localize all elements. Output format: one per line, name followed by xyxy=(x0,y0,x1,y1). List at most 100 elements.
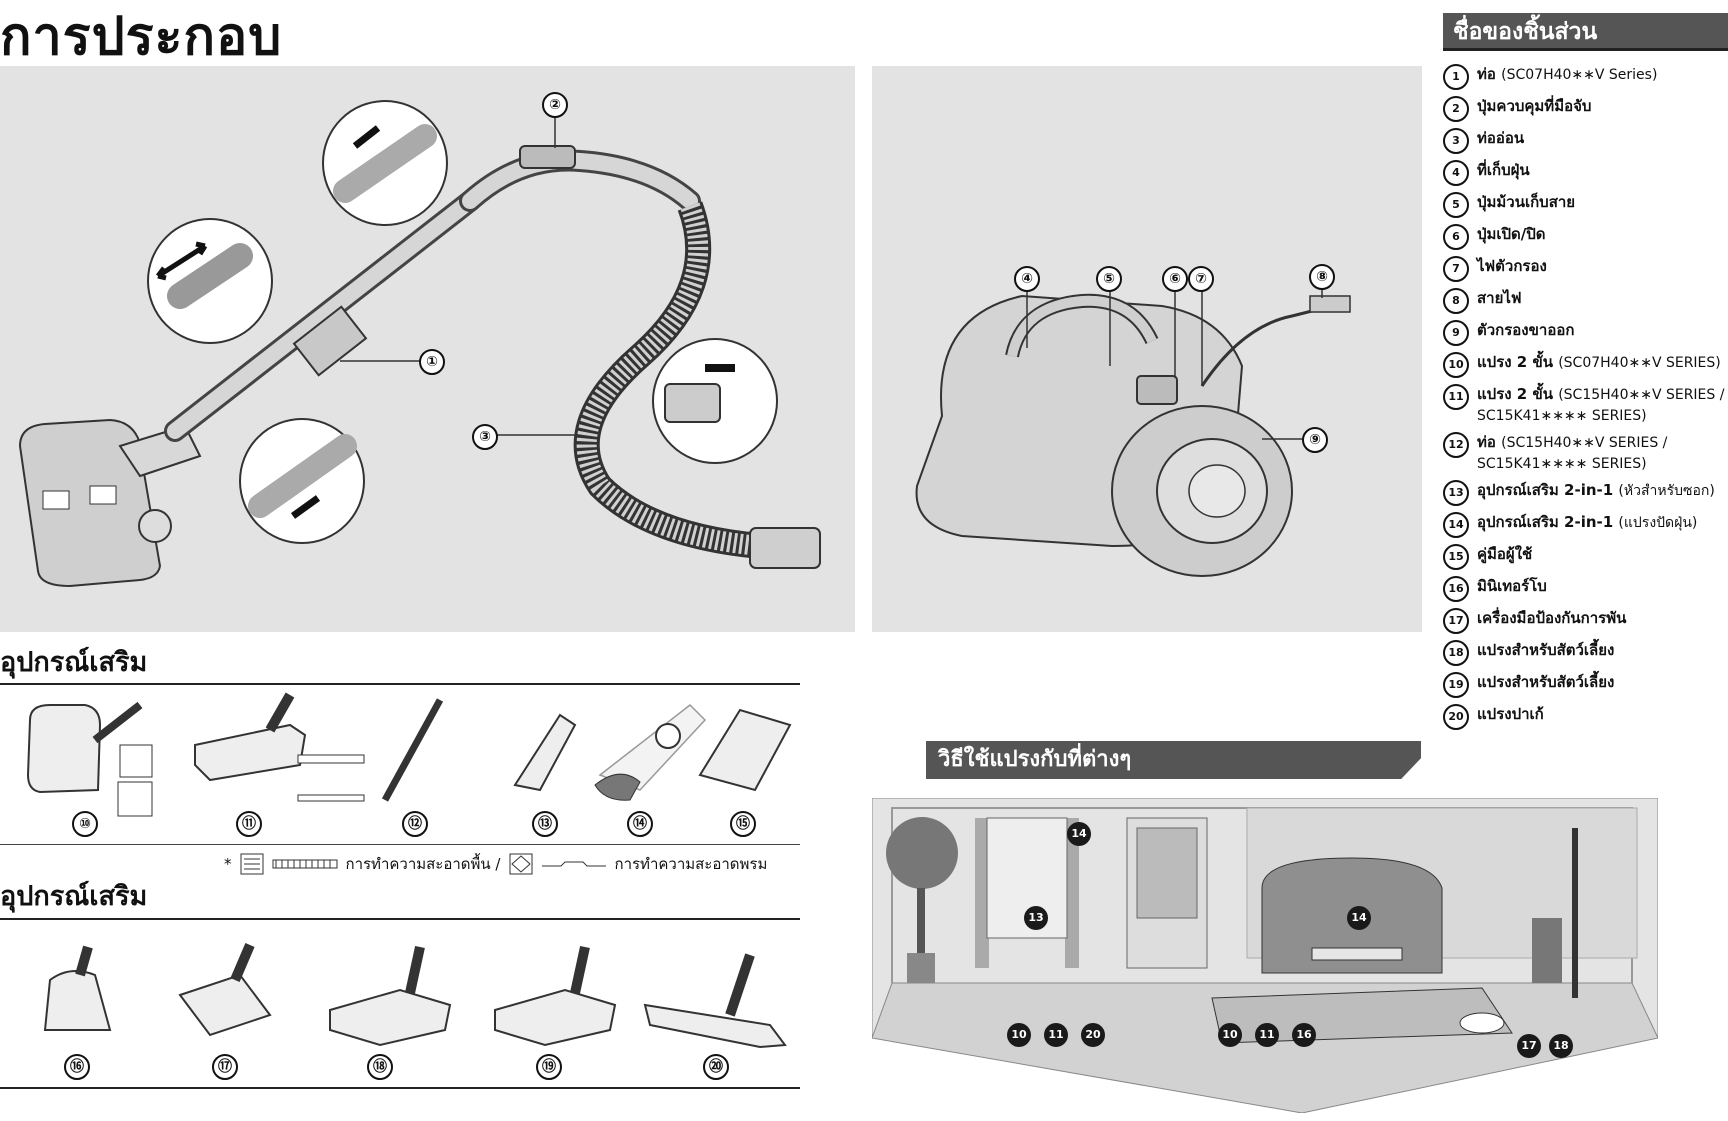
part-name: เครื่องมือป้องกันการพัน xyxy=(1477,609,1627,627)
part-name: สายไฟ xyxy=(1477,289,1522,307)
cleaning-legend: * การทำความสะอาดพื้น / การทำความสะอาดพรม xyxy=(224,852,767,876)
part-number: 7 xyxy=(1443,256,1469,282)
room-illustration-panel: 14 13 14 10 11 20 10 11 16 17 18 xyxy=(871,797,1659,1114)
part-name-block: แปรง 2 ขั้น (SC15H40∗∗V SERIES / SC15K41… xyxy=(1477,384,1728,426)
room-marker-floor-20: 20 xyxy=(1081,1023,1105,1047)
part-number: 2 xyxy=(1443,96,1469,122)
part-name: ท่ออ่อน xyxy=(1477,129,1525,147)
room-marker-rug-11: 11 xyxy=(1255,1023,1279,1047)
vacuum-body-illustration xyxy=(915,276,1351,577)
part-row: 18 แปรงสำหรับสัตว์เลี้ยง xyxy=(1443,640,1728,666)
part-number: 16 xyxy=(1443,576,1469,602)
part-name-block: ไฟตัวกรอง xyxy=(1477,256,1547,277)
part-name: ตัวกรองขาออก xyxy=(1477,321,1575,339)
part-note: (SC07H40∗∗V SERIES) xyxy=(1558,355,1721,371)
room-marker-floor-11: 11 xyxy=(1044,1023,1068,1047)
part-number: 17 xyxy=(1443,608,1469,634)
accessories-title-2: อุปกรณ์เสริม xyxy=(0,881,148,912)
part-name-block: มินิเทอร์โบ xyxy=(1477,576,1547,597)
part-name: แปรง 2 ขั้น xyxy=(1477,385,1553,403)
legend-star: * xyxy=(224,855,232,873)
part-name: แปรงสำหรับสัตว์เลี้ยง xyxy=(1477,641,1615,659)
part-row: 10 แปรง 2 ขั้น (SC07H40∗∗V SERIES) xyxy=(1443,352,1728,378)
accessory-label-15: ⑮ xyxy=(730,811,756,837)
room-marker-pet-17: 17 xyxy=(1517,1034,1541,1058)
callout-dust-bin: ④ xyxy=(1014,266,1040,292)
assembly-illustration-panel: ① ② ③ xyxy=(0,66,855,632)
body-illustration-panel: ④ ⑤ ⑥ ⑦ ⑧ ⑨ xyxy=(872,66,1422,632)
part-number: 9 xyxy=(1443,320,1469,346)
part-name: ท่อ xyxy=(1477,433,1496,451)
accessories-title-1: อุปกรณ์เสริม xyxy=(0,647,148,678)
accessory-label-16: ⑯ xyxy=(64,1054,90,1080)
accessory-label-17: ⑰ xyxy=(212,1054,238,1080)
part-row: 14 อุปกรณ์เสริม 2-in-1 (แปรงปัดฝุ่น) xyxy=(1443,512,1728,538)
part-name: อุปกรณ์เสริม 2-in-1 xyxy=(1477,481,1614,499)
part-name: ที่เก็บฝุ่น xyxy=(1477,161,1530,179)
carpet-brush-strip-icon xyxy=(541,861,606,867)
part-name: แปรงสำหรับสัตว์เลี้ยง xyxy=(1477,673,1615,691)
room-illustration xyxy=(871,797,1659,1114)
part-row: 20 แปรงปาเก้ xyxy=(1443,704,1728,730)
part-name-block: ตัวกรองขาออก xyxy=(1477,320,1574,341)
part-row: 16 มินิเทอร์โบ xyxy=(1443,576,1728,602)
part-number: 20 xyxy=(1443,704,1469,730)
floor-legend-text: การทำความสะอาดพื้น / xyxy=(345,855,501,873)
part-name: มินิเทอร์โบ xyxy=(1477,577,1547,595)
accessories-rule-1 xyxy=(0,683,800,685)
part-number: 13 xyxy=(1443,480,1469,506)
part-name-block: อุปกรณ์เสริม 2-in-1 (หัวสำหรับซอก) xyxy=(1477,480,1715,501)
accessories-rule-2 xyxy=(0,918,800,920)
accessories-divider xyxy=(0,844,800,845)
accessory-label-10: ⑩ xyxy=(72,811,98,837)
room-marker-floor-10: 10 xyxy=(1007,1023,1031,1047)
callout-exhaust-filter: ⑨ xyxy=(1302,427,1328,453)
carpet-legend-text: การทำความสะอาดพรม xyxy=(614,855,768,873)
part-row: 7 ไฟตัวกรอง xyxy=(1443,256,1728,282)
page-title: การประกอบ xyxy=(0,7,283,67)
part-number: 18 xyxy=(1443,640,1469,666)
part-number: 19 xyxy=(1443,672,1469,698)
part-name: คู่มือผู้ใช้ xyxy=(1477,545,1533,563)
part-name-block: อุปกรณ์เสริม 2-in-1 (แปรงปัดฝุ่น) xyxy=(1477,512,1697,533)
part-number: 6 xyxy=(1443,224,1469,250)
part-row: 13 อุปกรณ์เสริม 2-in-1 (หัวสำหรับซอก) xyxy=(1443,480,1728,506)
part-row: 17 เครื่องมือป้องกันการพัน xyxy=(1443,608,1728,634)
part-name: แปรง 2 ขั้น xyxy=(1477,353,1553,371)
accessory-label-11: ⑪ xyxy=(236,811,262,837)
part-name-block: แปรงสำหรับสัตว์เลี้ยง xyxy=(1477,640,1614,661)
room-marker-rug-10: 10 xyxy=(1218,1023,1242,1047)
room-marker-pet-18: 18 xyxy=(1549,1034,1573,1058)
part-row: 19 แปรงสำหรับสัตว์เลี้ยง xyxy=(1443,672,1728,698)
part-name-block: ท่อ (SC15H40∗∗V SERIES / SC15K41∗∗∗∗ SER… xyxy=(1477,432,1728,474)
part-name: อุปกรณ์เสริม 2-in-1 xyxy=(1477,513,1614,531)
part-name-block: แปรงปาเก้ xyxy=(1477,704,1544,725)
floor-pattern-icon xyxy=(240,853,263,875)
part-note: (SC15H40∗∗V SERIES / SC15K41∗∗∗∗ SERIES) xyxy=(1477,435,1668,472)
accessories-row-2-illustration xyxy=(43,943,787,1049)
part-row: 9 ตัวกรองขาออก xyxy=(1443,320,1728,346)
part-number: 10 xyxy=(1443,352,1469,378)
room-marker-window-top: 14 xyxy=(1067,822,1091,846)
callout-hose: ③ xyxy=(472,424,498,450)
part-number: 1 xyxy=(1443,64,1469,90)
accessory-label-14: ⑭ xyxy=(627,811,653,837)
accessory-label-18: ⑱ xyxy=(367,1054,393,1080)
part-name-block: ที่เก็บฝุ่น xyxy=(1477,160,1530,181)
part-number: 15 xyxy=(1443,544,1469,570)
callout-pipe: ① xyxy=(419,349,445,375)
part-note: (SC15H40∗∗V SERIES / SC15K41∗∗∗∗ SERIES) xyxy=(1477,387,1725,424)
part-number: 14 xyxy=(1443,512,1469,538)
part-note: (หัวสำหรับซอก) xyxy=(1618,483,1715,499)
part-name-block: แปรง 2 ขั้น (SC07H40∗∗V SERIES) xyxy=(1477,352,1721,373)
part-row: 15 คู่มือผู้ใช้ xyxy=(1443,544,1728,570)
part-name: ไฟตัวกรอง xyxy=(1477,257,1547,275)
room-marker-window-mid: 13 xyxy=(1024,906,1048,930)
